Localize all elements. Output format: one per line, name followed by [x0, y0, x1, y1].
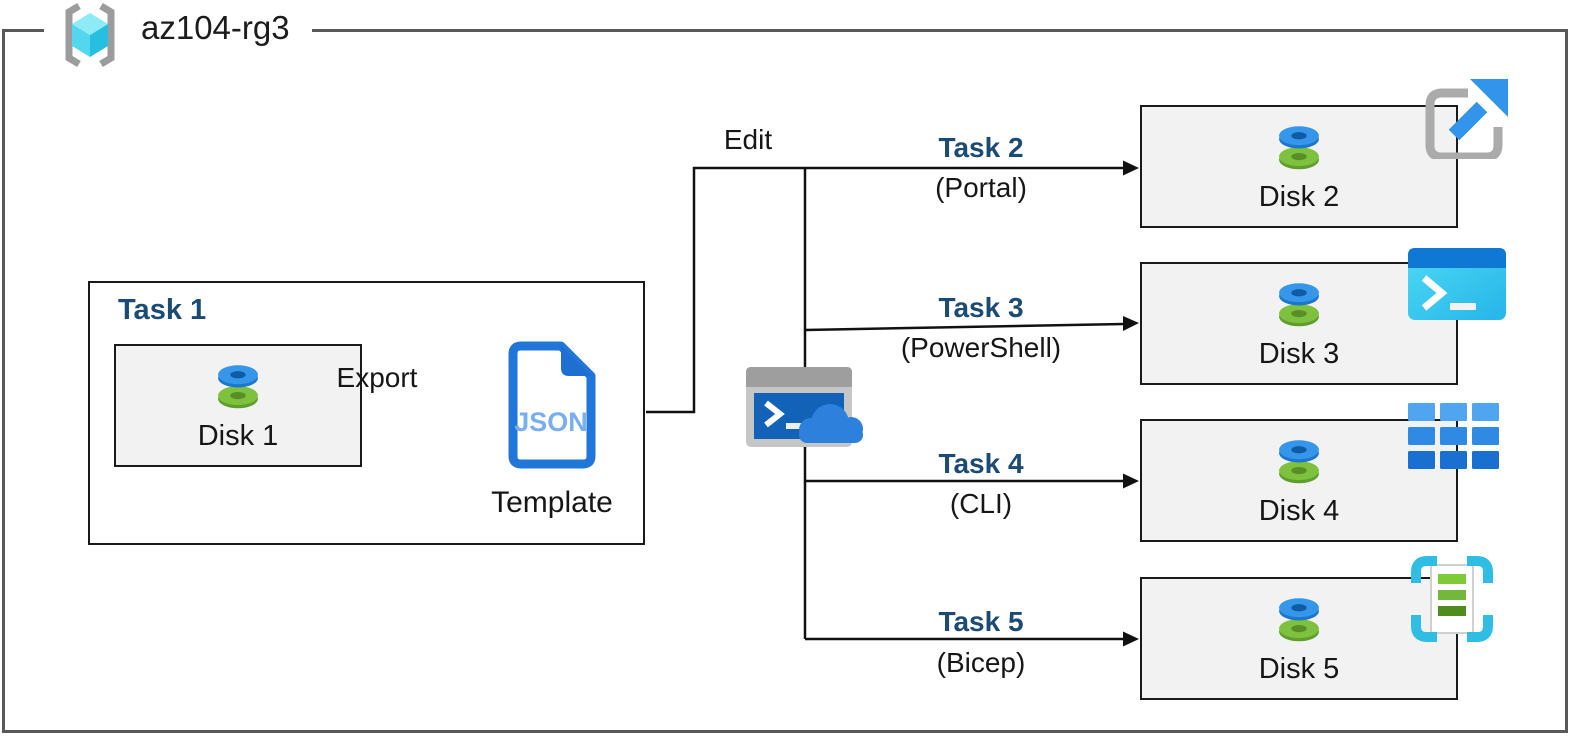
- disk2-label: Disk 2: [1258, 181, 1340, 213]
- task2-arrowhead: [1123, 160, 1139, 176]
- task4-label: Task 4: [938, 448, 1024, 479]
- json-doc-label: JSON: [514, 407, 588, 437]
- disk3-box: Disk 3: [1140, 262, 1458, 385]
- disk1-box: Disk 1: [114, 344, 362, 467]
- task5-method-label: (Bicep): [936, 647, 1026, 678]
- disk4-label: Disk 4: [1258, 495, 1340, 527]
- resource-group-label: az104-rg3: [141, 9, 290, 46]
- disk5-label: Disk 5: [1258, 653, 1340, 685]
- task4-method-label: (CLI): [949, 488, 1013, 519]
- border-gap: [44, 26, 312, 35]
- disk1-label: Disk 1: [197, 420, 279, 452]
- disk4-box: Disk 4: [1140, 419, 1458, 542]
- folded-corner: [561, 346, 591, 376]
- disk-icon: [218, 365, 258, 409]
- task2-label: Task 2: [938, 132, 1024, 163]
- edit-label: Edit: [723, 124, 773, 155]
- powershell-terminal-icon: [1408, 248, 1506, 320]
- task1-title: Task 1: [118, 294, 207, 326]
- disk-icon: [1279, 126, 1319, 170]
- task5-label: Task 5: [938, 606, 1024, 637]
- portal-share-icon: [1425, 79, 1508, 159]
- resource-group-icon: [65, 2, 115, 68]
- disk3-label: Disk 3: [1258, 338, 1340, 370]
- disk-icon: [1279, 598, 1319, 642]
- cli-grid-icon: [1408, 403, 1499, 469]
- resource-group-boundary: [2, 29, 1568, 733]
- task5-arrowhead: [1123, 631, 1139, 647]
- task2-method-label: (Portal): [935, 172, 1027, 203]
- task3-method-label: (PowerShell): [900, 332, 1062, 363]
- export-label: Export: [336, 362, 418, 393]
- task3-label: Task 3: [938, 292, 1024, 323]
- bicep-template-icon: [1411, 556, 1493, 642]
- disk-icon: [1279, 440, 1319, 484]
- task3-arrowhead: [1123, 316, 1139, 331]
- json-template-icon: JSON: [508, 341, 596, 469]
- template-label: Template: [491, 486, 613, 519]
- cloud-shape: [799, 404, 863, 443]
- disk2-box: Disk 2: [1140, 105, 1458, 228]
- disk5-box: Disk 5: [1140, 577, 1458, 700]
- task4-arrowhead: [1123, 473, 1139, 489]
- cloud-shell-icon: [746, 367, 863, 447]
- disk-icon: [1279, 283, 1319, 327]
